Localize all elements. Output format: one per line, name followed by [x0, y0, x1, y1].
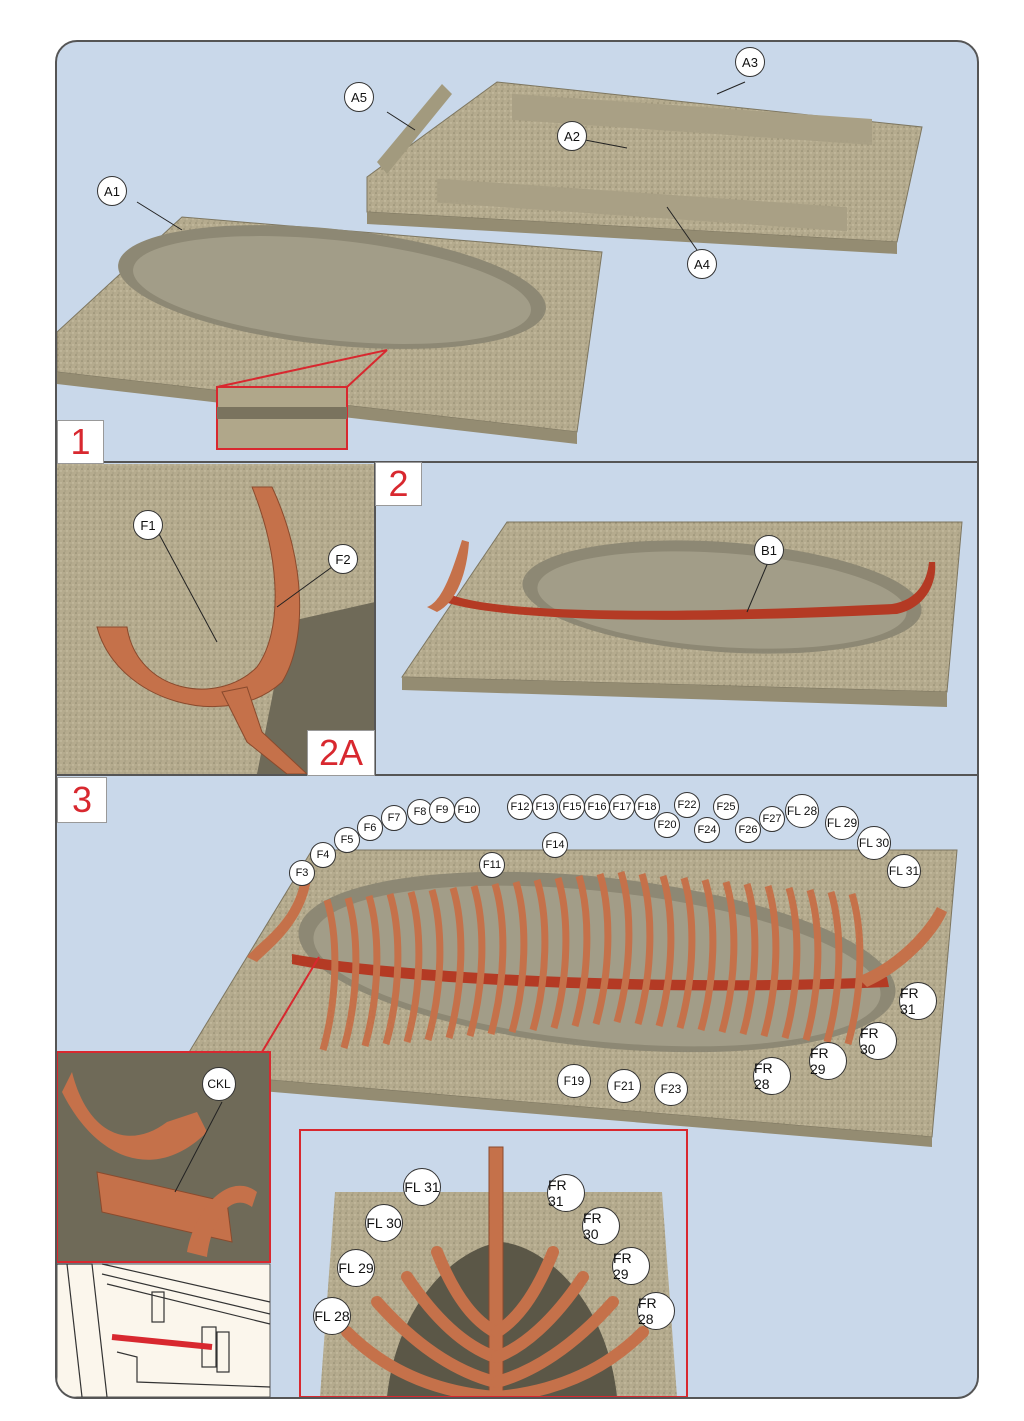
callout-frame-f6: F6 — [357, 815, 383, 841]
step-number-3: 3 — [57, 777, 107, 823]
step2a-view — [57, 464, 375, 774]
callout-frame-f3: F3 — [289, 860, 315, 886]
callout-a2: A2 — [557, 121, 587, 151]
callout-detail-fl30: FL 30 — [365, 1204, 403, 1242]
callout-detail-fr30: FR 30 — [582, 1207, 620, 1245]
callout-f2: F2 — [328, 544, 358, 574]
callout-frame-f22: F22 — [674, 792, 700, 818]
callout-frame-f9: F9 — [429, 797, 455, 823]
callout-a3: A3 — [735, 47, 765, 77]
callout-frame-f11: F11 — [479, 852, 505, 878]
callout-detail-fl31: FL 31 — [403, 1168, 441, 1206]
callout-a4: A4 — [687, 249, 717, 279]
callout-a1: A1 — [97, 176, 127, 206]
callout-bottom-fr31: FR 31 — [899, 982, 937, 1020]
page-illustrations — [57, 42, 977, 1397]
callout-frame-f4: F4 — [310, 842, 336, 868]
callout-detail-fl29: FL 29 — [337, 1249, 375, 1287]
callout-bottom-fr30: FR 30 — [859, 1022, 897, 1060]
callout-frame-f24: F24 — [694, 817, 720, 843]
callout-b1: B1 — [754, 535, 784, 565]
callout-ckl: CKL — [202, 1067, 236, 1101]
callout-frame-f17: F17 — [609, 794, 635, 820]
callout-a5: A5 — [344, 82, 374, 112]
callout-frame-f27: F27 — [759, 806, 785, 832]
callout-frame-f20: F20 — [654, 812, 680, 838]
callout-frame-fl31: FL 31 — [887, 854, 921, 888]
callout-frame-fl28: FL 28 — [785, 794, 819, 828]
callout-frame-f25: F25 — [713, 794, 739, 820]
callout-detail-fl28: FL 28 — [313, 1297, 351, 1335]
callout-frame-f7: F7 — [381, 805, 407, 831]
callout-frame-f12: F12 — [507, 794, 533, 820]
callout-detail-fr29: FR 29 — [612, 1247, 650, 1285]
callout-frame-f14: F14 — [542, 832, 568, 858]
callout-bottom-f21: F21 — [607, 1069, 641, 1103]
callout-frame-f10: F10 — [454, 797, 480, 823]
step2-board — [402, 522, 962, 707]
step-number-1: 1 — [57, 420, 104, 464]
callout-detail-fr28: FR 28 — [637, 1292, 675, 1330]
callout-frame-f5: F5 — [334, 827, 360, 853]
callout-f1: F1 — [133, 510, 163, 540]
callout-bottom-f19: F19 — [557, 1064, 591, 1098]
callout-frame-f16: F16 — [584, 794, 610, 820]
callout-frame-f13: F13 — [532, 794, 558, 820]
callout-bottom-f23: F23 — [654, 1072, 688, 1106]
callout-frame-fl30: FL 30 — [857, 826, 891, 860]
step-number-2: 2 — [375, 462, 422, 506]
callout-bottom-fr29: FR 29 — [809, 1042, 847, 1080]
step3-board — [177, 846, 957, 1147]
callout-frame-f15: F15 — [559, 794, 585, 820]
callout-detail-fr31: FR 31 — [547, 1174, 585, 1212]
step-number-2a: 2A — [307, 730, 375, 776]
callout-bottom-fr28: FR 28 — [753, 1057, 791, 1095]
callout-frame-fl29: FL 29 — [825, 806, 859, 840]
callout-frame-f26: F26 — [735, 817, 761, 843]
step1-board-a2 — [367, 82, 922, 254]
